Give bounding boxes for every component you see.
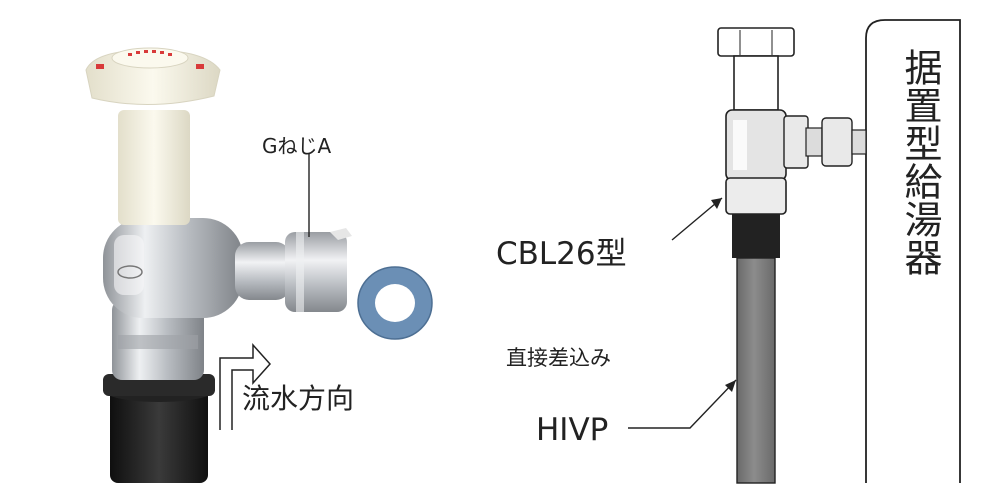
valve-lower-body (112, 300, 204, 380)
handle-marks (96, 50, 204, 69)
water-heater-outline (865, 19, 961, 483)
valve-side-outlet (235, 228, 352, 312)
valve-bottom-socket (103, 374, 215, 483)
model-label: CBL26型 (496, 236, 627, 272)
model-leader-line (671, 197, 723, 241)
direct-insert-label: 直接差込み (506, 346, 611, 370)
flow-direction-label: 流水方向 (242, 382, 355, 415)
gasket-ring (357, 266, 433, 340)
water-heater-label: 据置型給湯器 (898, 48, 942, 276)
diagram-pipe (736, 257, 776, 484)
valve-main-body (103, 218, 243, 318)
diagram-valve-body (725, 109, 867, 215)
flow-arrow (219, 343, 272, 430)
valve-photo (85, 47, 433, 483)
model-leader-arrow (711, 198, 722, 209)
pipe-leader-line (628, 379, 737, 429)
diagram-socket-sleeve (732, 214, 780, 258)
valve-handle (85, 47, 221, 225)
thread-label: GねじA (262, 134, 332, 158)
pipe-label: HIVP (536, 412, 609, 448)
installation-diagram (628, 19, 961, 484)
diagram-handle (717, 27, 795, 111)
pipe-leader-arrow (725, 380, 736, 392)
